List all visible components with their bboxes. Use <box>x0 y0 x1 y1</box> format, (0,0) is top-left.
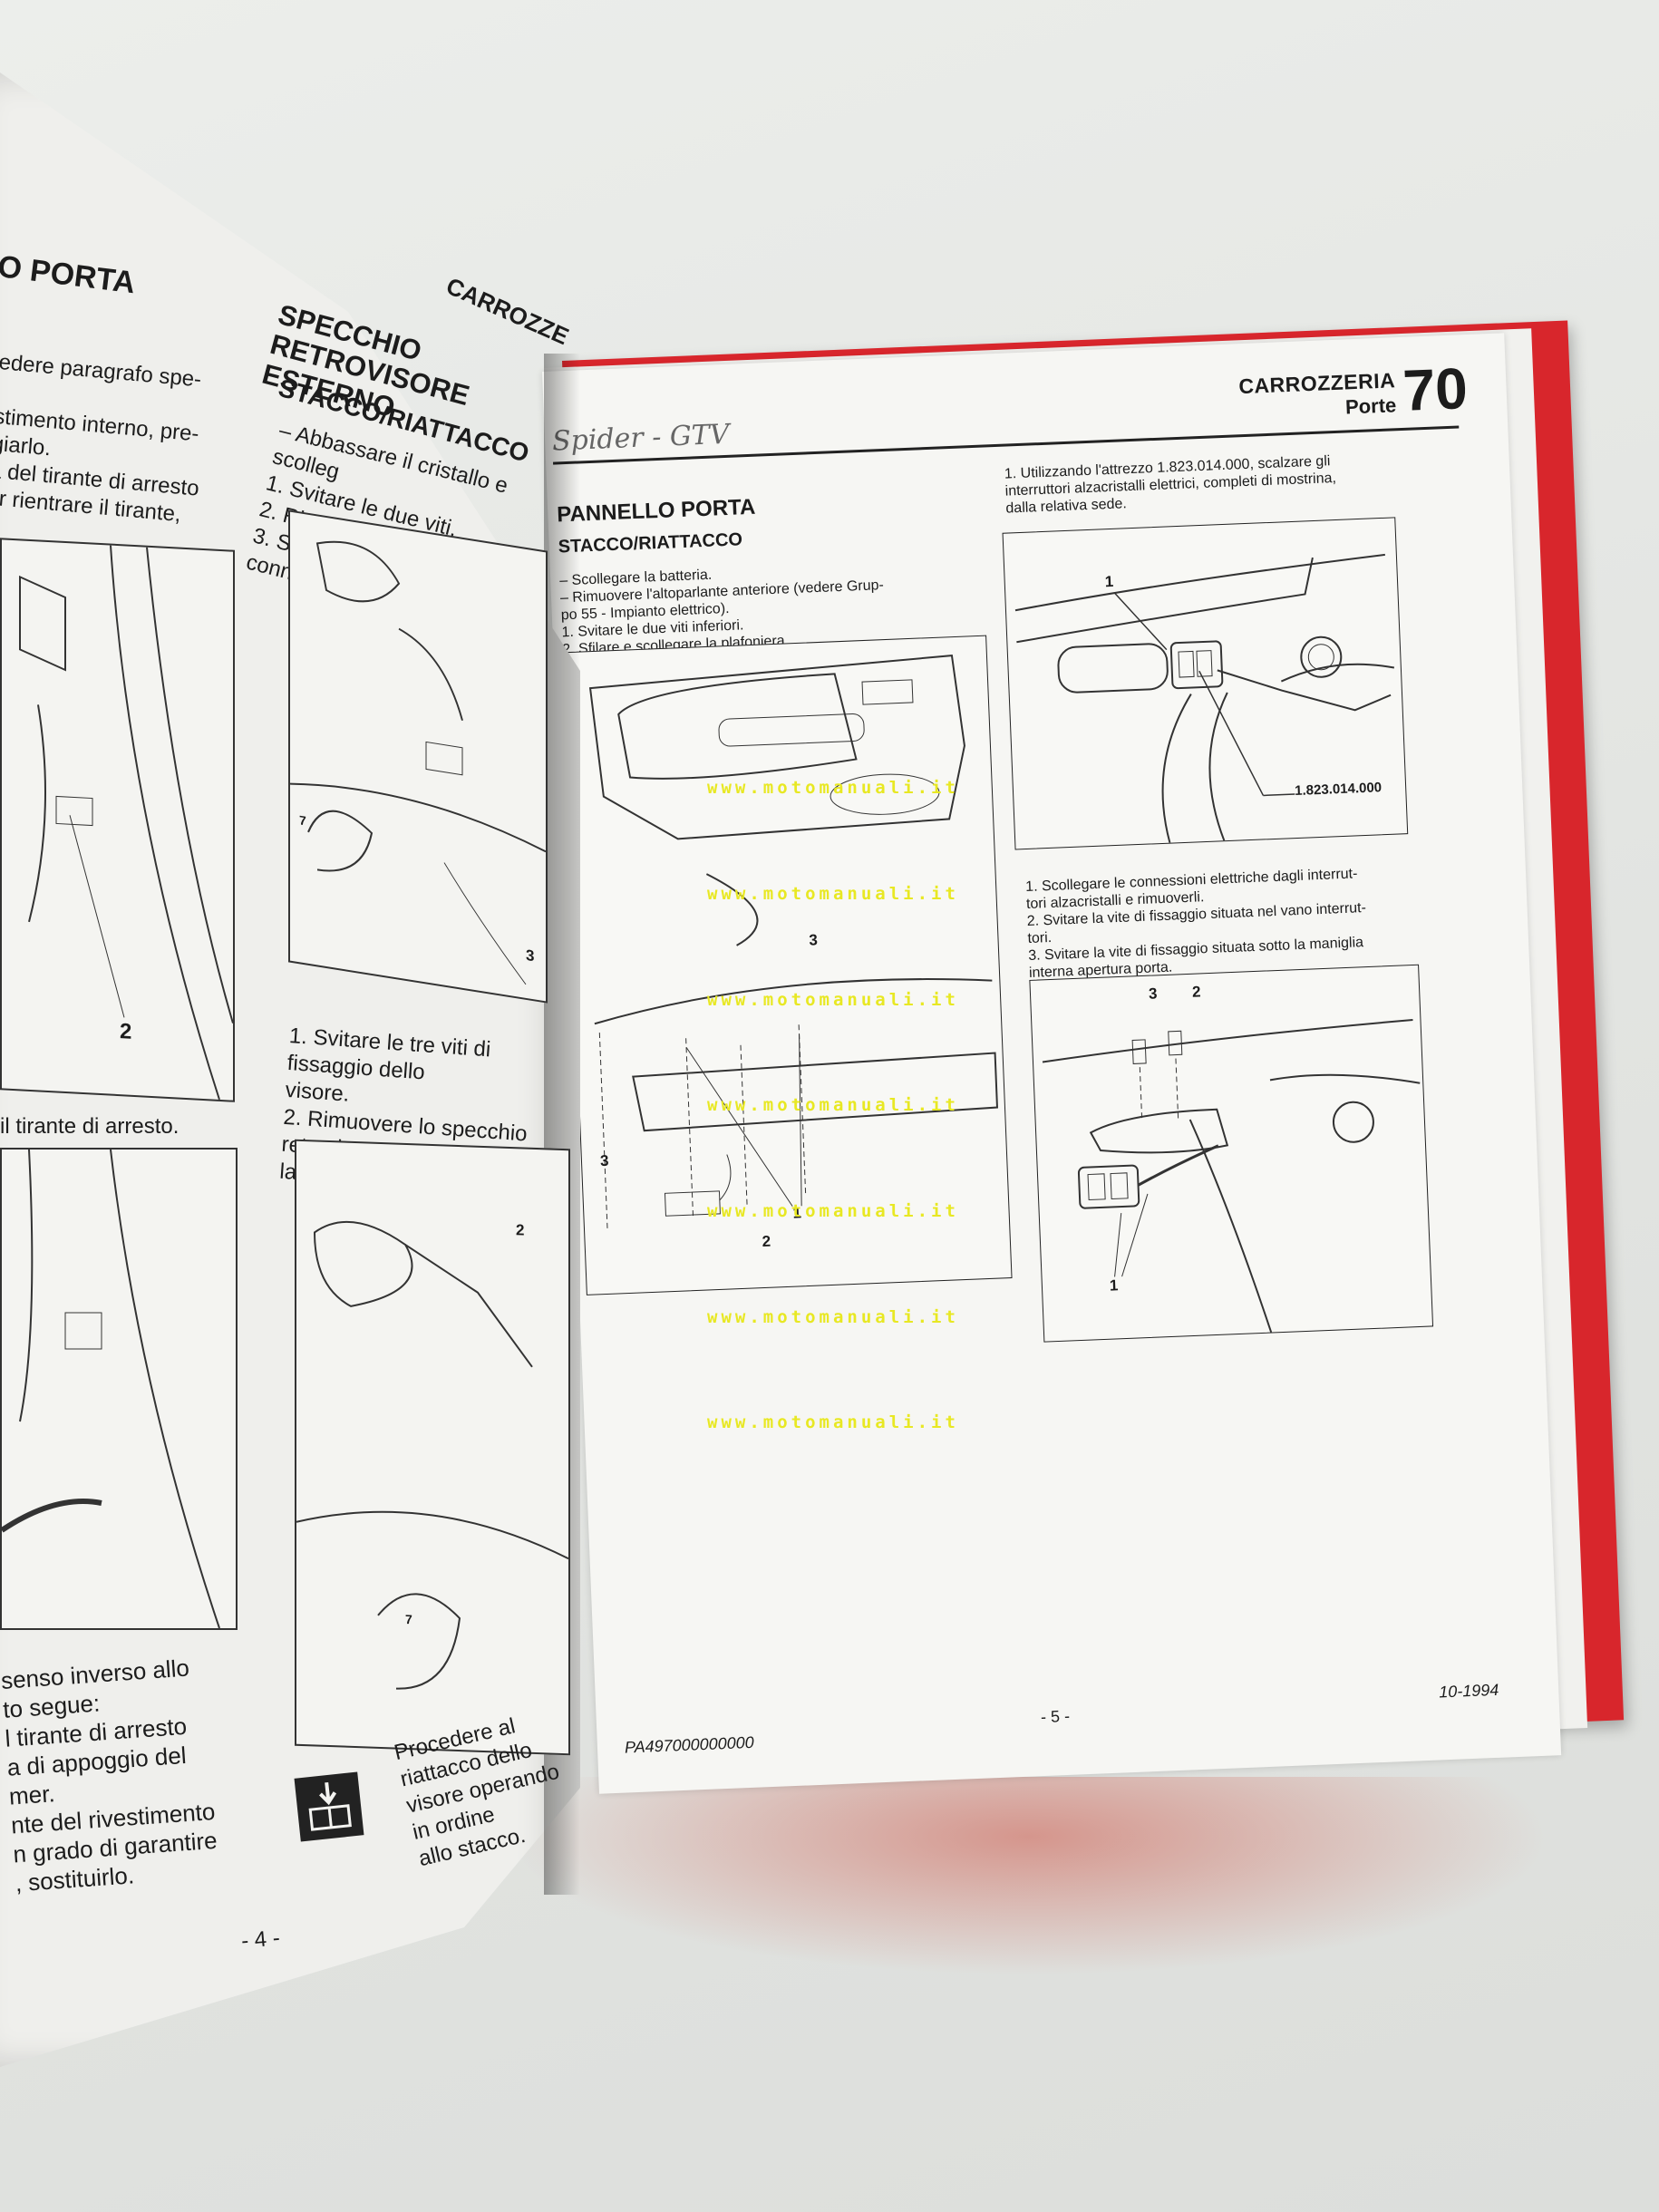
callout-1: 1 <box>1104 572 1114 591</box>
footer-code: PA497000000000 <box>624 1732 755 1757</box>
left-text-2: il tirante di arresto. <box>0 1114 179 1139</box>
footer-date: 10-1994 <box>1438 1680 1499 1702</box>
watermark: www.motomanuali.it <box>707 1095 959 1115</box>
door-check-figure-1-drawing <box>19 545 234 1101</box>
callout-2: 2 <box>516 1221 525 1239</box>
left-page-number: - 4 - <box>240 1926 281 1954</box>
watermark: www.motomanuali.it <box>707 1307 959 1327</box>
callout-2: 2 <box>762 1232 771 1251</box>
reassembly-icon-drawing <box>308 1781 352 1831</box>
callout-2: 2 <box>1191 983 1201 1001</box>
callout-7: 7 <box>299 812 306 829</box>
steps-right-1: 1. Utilizzando l'attrezzo 1.823.014.000,… <box>1004 453 1337 517</box>
steps-right-2: 1. Scollegare le connessioni elettriche … <box>1024 866 1367 981</box>
figure-switch-screws-drawing <box>1042 1019 1421 1333</box>
mirror-figure-2: 2 7 <box>295 1139 570 1756</box>
red-reflection <box>508 1777 1550 1976</box>
reassembly-icon <box>294 1771 364 1842</box>
left-text-3: senso inverso allo to segue: l tirante d… <box>0 1654 218 1897</box>
figure-switch-screws: 3 2 1 <box>1029 964 1434 1343</box>
figure-switch-removal-drawing <box>1014 553 1395 843</box>
footer-page-number: - 5 - <box>1040 1706 1071 1727</box>
door-check-figure-2-drawing <box>0 1149 220 1629</box>
watermark: www.motomanuali.it <box>707 1412 959 1432</box>
figure-switch-removal: 1 1.823.014.000 <box>1002 517 1409 850</box>
watermark: www.motomanuali.it <box>707 778 959 798</box>
subsection-title: STACCO/RIATTACCO <box>558 529 743 558</box>
callout-2: 2 <box>120 1019 132 1044</box>
door-check-figure-1: 2 <box>0 538 235 1102</box>
door-check-figure-2 <box>0 1148 238 1630</box>
callout-1: 1 <box>1109 1276 1119 1295</box>
right-page: Spider - GTV CARROZZERIA Porte 70 PANNEL… <box>542 333 1562 1794</box>
figure-door-panel: 3 3 1 2 <box>560 635 1013 1295</box>
figure-door-panel-drawing <box>588 655 999 1232</box>
watermark: www.motomanuali.it <box>707 990 959 1010</box>
chapter-number: 70 <box>1402 355 1470 423</box>
mirror-figure-2-drawing <box>296 1221 569 1690</box>
callout-3: 3 <box>1148 985 1158 1003</box>
callout-3-top: 3 <box>809 931 819 949</box>
section-title: PANNELLO PORTA <box>556 494 756 528</box>
mirror-figure-1: 3 7 <box>288 509 548 1004</box>
mirror-figure-1-drawing <box>289 540 547 985</box>
callout-3: 3 <box>526 946 535 965</box>
callout-7: 7 <box>405 1611 412 1627</box>
watermark: www.motomanuali.it <box>707 1201 959 1221</box>
callout-3-left: 3 <box>599 1151 609 1170</box>
watermark: www.motomanuali.it <box>707 884 959 904</box>
